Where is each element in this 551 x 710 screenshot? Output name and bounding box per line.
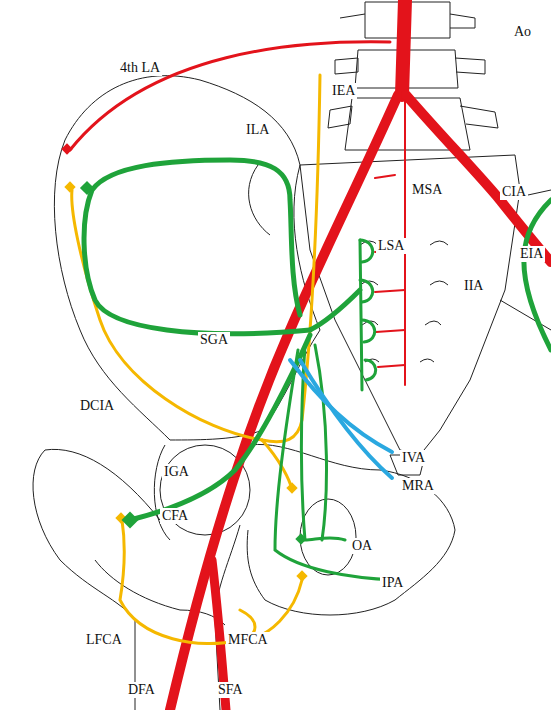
artery-label: CFA <box>160 508 190 524</box>
artery-label: SFA <box>216 682 245 698</box>
artery-label: IEA <box>330 83 357 99</box>
artery-label: EIA <box>518 246 545 262</box>
artery-label: IIA <box>462 278 485 294</box>
artery-label: SGA <box>198 332 230 348</box>
artery-label: DFA <box>126 682 157 698</box>
artery-label: MSA <box>410 182 444 198</box>
artery-label: IGA <box>162 464 191 480</box>
artery-label: DCIA <box>78 398 116 414</box>
artery-label: IPA <box>380 575 405 591</box>
artery-label: CIA <box>500 184 528 200</box>
artery-label: LSA <box>376 238 406 254</box>
artery-label: LFCA <box>84 632 124 648</box>
artery-label: 4th LA <box>118 60 162 76</box>
artery-label: IVA <box>400 450 427 466</box>
artery-label: MRA <box>400 478 436 494</box>
artery-label: Ao <box>512 24 533 40</box>
artery-label: MFCA <box>226 632 270 648</box>
artery-label: OA <box>350 538 374 554</box>
artery-label: ILA <box>244 122 271 138</box>
